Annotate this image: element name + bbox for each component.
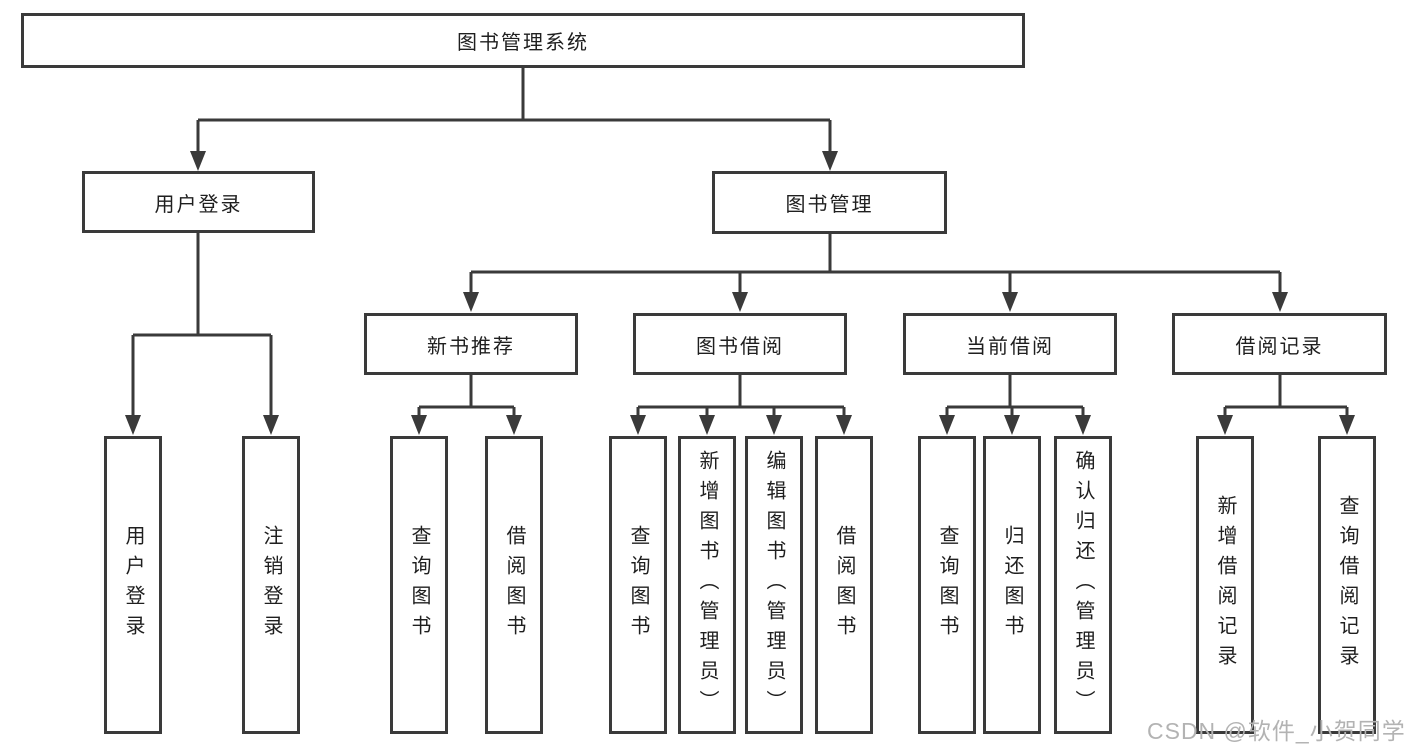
connector-current-borrowing-children bbox=[945, 375, 1085, 417]
node-leaf-query-books-recommend: 查询图书 bbox=[390, 436, 448, 734]
node-label: 图书借阅 bbox=[696, 335, 784, 358]
node-leaf-logout: 注销登录 bbox=[242, 436, 300, 734]
node-book-borrowing: 图书借阅 bbox=[633, 313, 847, 375]
node-leaf-user-login: 用户登录 bbox=[104, 436, 162, 734]
node-new-book-recommend: 新书推荐 bbox=[364, 313, 578, 375]
node-label: 查询借阅记录 bbox=[1336, 495, 1358, 675]
arrowhead-icons bbox=[125, 151, 1355, 435]
connector-root-to-level2 bbox=[196, 68, 832, 153]
node-label: 借阅图书 bbox=[833, 525, 855, 645]
node-label: 用户登录 bbox=[122, 525, 144, 645]
node-leaf-edit-books-admin: 编辑图书（管理员） bbox=[745, 436, 803, 734]
connector-new-book-recommend-children bbox=[417, 375, 516, 417]
node-library-management-system: 图书管理系统 bbox=[21, 13, 1025, 68]
connector-borrowing-records-children bbox=[1223, 375, 1349, 417]
node-label: 编辑图书（管理员） bbox=[763, 450, 785, 720]
node-label: 查询图书 bbox=[936, 525, 958, 645]
node-leaf-query-borrow-record: 查询借阅记录 bbox=[1318, 436, 1376, 734]
node-label: 借阅记录 bbox=[1235, 335, 1324, 358]
node-label: 查询图书 bbox=[408, 525, 430, 645]
node-borrowing-records: 借阅记录 bbox=[1172, 313, 1387, 375]
node-leaf-confirm-return-admin: 确认归还（管理员） bbox=[1054, 436, 1112, 734]
node-label: 新增借阅记录 bbox=[1214, 495, 1236, 675]
node-book-management: 图书管理 bbox=[712, 171, 947, 234]
node-label: 查询图书 bbox=[627, 525, 649, 645]
node-leaf-return-books: 归还图书 bbox=[983, 436, 1041, 734]
node-label: 借阅图书 bbox=[503, 525, 525, 645]
node-label: 确认归还（管理员） bbox=[1072, 450, 1094, 720]
node-label: 归还图书 bbox=[1001, 525, 1023, 645]
node-current-borrowing: 当前借阅 bbox=[903, 313, 1117, 375]
node-label: 当前借阅 bbox=[966, 335, 1054, 358]
node-leaf-add-books-admin: 新增图书（管理员） bbox=[678, 436, 736, 734]
csdn-watermark: CSDN @软件_小贺同学 bbox=[1147, 718, 1405, 744]
node-label: 图书管理系统 bbox=[457, 32, 589, 54]
connector-book-borrowing-children bbox=[636, 375, 846, 417]
node-leaf-query-books-current: 查询图书 bbox=[918, 436, 976, 734]
node-label: 新书推荐 bbox=[427, 335, 515, 358]
node-leaf-borrow-books-borrowing: 借阅图书 bbox=[815, 436, 873, 734]
node-user-login-branch: 用户登录 bbox=[82, 171, 315, 233]
node-leaf-borrow-books-recommend: 借阅图书 bbox=[485, 436, 543, 734]
node-leaf-add-borrow-record: 新增借阅记录 bbox=[1196, 436, 1254, 734]
node-label: 用户登录 bbox=[154, 193, 243, 216]
node-label: 注销登录 bbox=[260, 525, 282, 645]
connector-user-login-children bbox=[131, 233, 273, 417]
node-label: 图书管理 bbox=[785, 194, 874, 216]
node-label: 新增图书（管理员） bbox=[696, 450, 718, 720]
node-leaf-query-books-borrowing: 查询图书 bbox=[609, 436, 667, 734]
connector-book-management-children bbox=[469, 234, 1282, 294]
